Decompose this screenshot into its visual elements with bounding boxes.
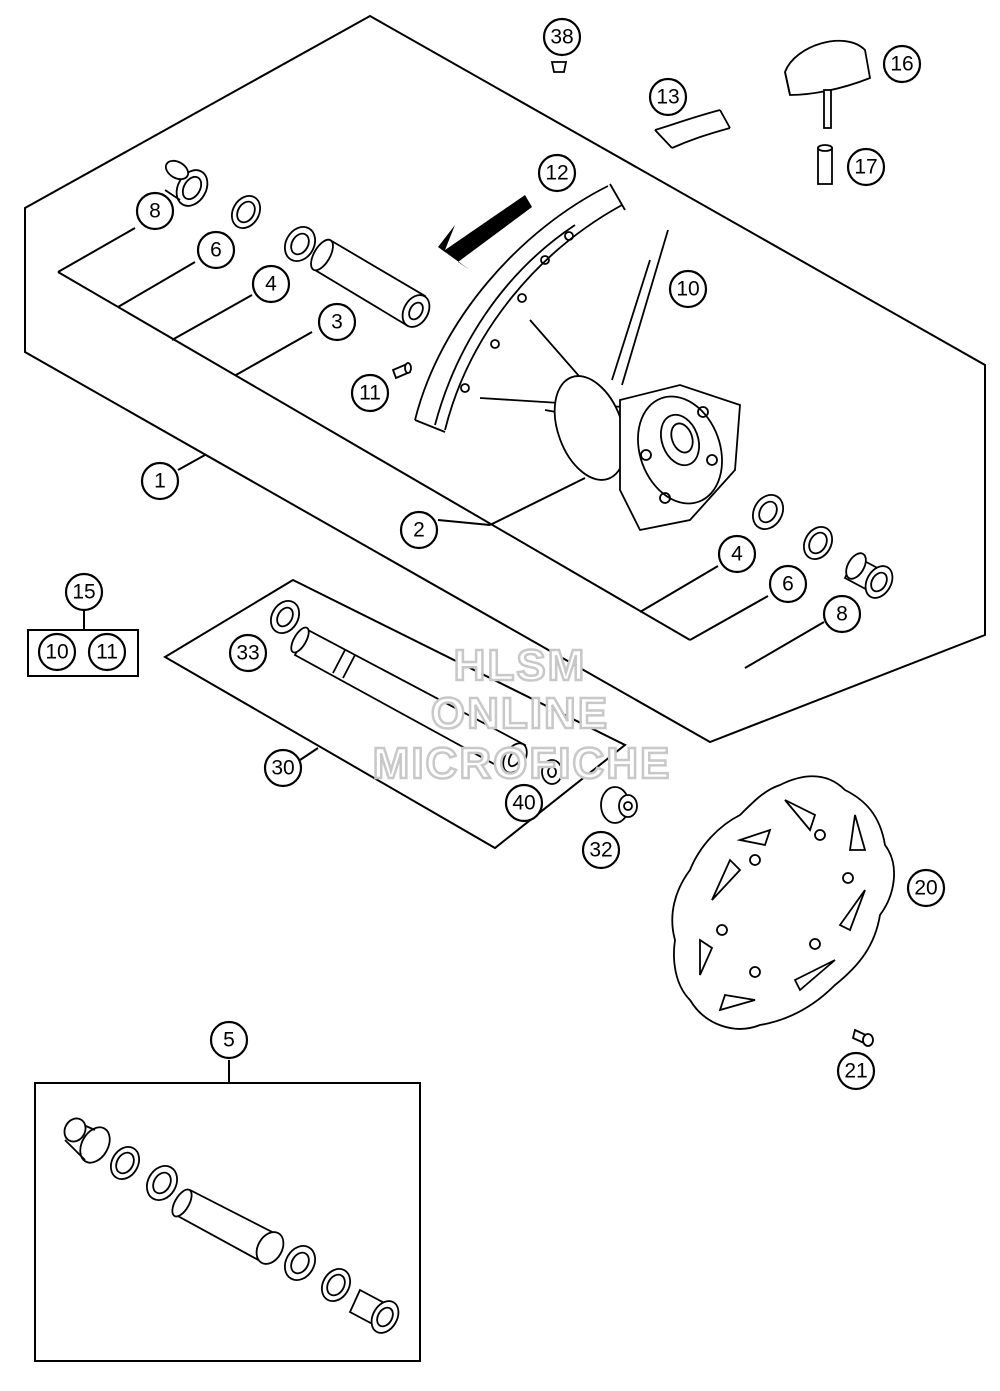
callout-8-lower[interactable]: 8 [822,594,862,634]
svg-text:8: 8 [836,603,848,626]
bearing-part [284,226,316,262]
watermark-line1: HLSM [454,641,587,690]
leader-line [171,294,253,341]
callout-4-upper[interactable]: 4 [251,264,291,304]
leader-line [437,519,491,526]
leader-line [57,227,136,273]
callout-12[interactable]: 12 [537,153,577,193]
callout-6-upper[interactable]: 6 [196,230,236,270]
bearing-kit-frame [34,1082,421,1362]
spoke-nipple-part [391,362,412,380]
svg-text:2: 2 [413,519,425,542]
callout-10-kit[interactable]: 10 [37,632,77,672]
callout-1[interactable]: 1 [140,461,180,501]
axle-assembly-frame [163,578,627,850]
rim-lock-nut-part [817,144,833,185]
svg-text:6: 6 [782,573,794,596]
guide-line [57,271,691,641]
disc-screw-part [851,1028,874,1047]
svg-text:13: 13 [656,86,679,109]
watermark-line3: MICROFICHE [373,739,672,788]
callout-3[interactable]: 3 [317,302,357,342]
svg-text:21: 21 [844,1060,867,1083]
svg-text:8: 8 [149,200,161,223]
callout-2[interactable]: 2 [399,510,439,550]
callout-6-lower[interactable]: 6 [768,564,808,604]
seal-part [269,600,301,634]
hub-part [553,375,741,532]
callout-15[interactable]: 15 [64,572,104,612]
leader-line [489,477,586,526]
callout-8-upper[interactable]: 8 [135,191,175,231]
callout-21[interactable]: 21 [836,1051,876,1091]
rim-lock-part [784,40,872,129]
bearing-part [752,494,784,530]
callout-17[interactable]: 17 [846,147,886,187]
leader-line [689,595,769,641]
svg-text:30: 30 [271,757,294,780]
svg-text:16: 16 [890,53,913,76]
svg-text:10: 10 [676,278,699,301]
svg-text:38: 38 [550,26,573,49]
callout-11-upper[interactable]: 11 [350,373,390,413]
callout-13[interactable]: 13 [648,77,688,117]
spacer-tube-part [310,238,431,328]
svg-text:10: 10 [45,641,68,664]
svg-text:15: 15 [72,581,95,604]
callout-30[interactable]: 30 [263,748,303,788]
spacer-part [843,552,894,599]
svg-text:4: 4 [265,273,277,296]
leader-line [639,565,719,613]
leader-line [177,454,206,471]
callout-20[interactable]: 20 [906,868,946,908]
leader-line [117,261,196,308]
callout-4-lower[interactable]: 4 [717,534,757,574]
svg-text:1: 1 [154,470,166,493]
valve-cap-part [550,61,568,73]
callout-5[interactable]: 5 [209,1020,249,1060]
svg-text:32: 32 [589,839,612,862]
svg-text:11: 11 [96,641,118,664]
callout-38[interactable]: 38 [542,17,582,57]
svg-text:12: 12 [545,162,568,185]
callout-40[interactable]: 40 [504,783,544,823]
axle-screw-part [600,786,638,824]
rim-part [414,183,626,433]
svg-text:33: 33 [236,642,259,665]
callout-32[interactable]: 32 [581,830,621,870]
leader-line [299,747,319,761]
svg-text:4: 4 [731,543,743,566]
svg-text:3: 3 [331,311,343,334]
svg-text:11: 11 [359,382,381,405]
callout-16[interactable]: 16 [882,44,922,84]
leader-line [744,621,825,669]
svg-text:17: 17 [854,156,877,179]
wheel-assembly-frame [24,14,986,744]
ring-part [230,195,262,229]
svg-text:5: 5 [223,1029,235,1052]
brake-disc-part [671,775,895,1030]
leader-line [235,331,313,376]
ring-part [802,526,834,560]
svg-text:6: 6 [210,239,222,262]
rotation-arrow-icon [438,195,532,270]
watermark-line2: ONLINE [431,689,609,738]
callout-10-upper[interactable]: 10 [668,269,708,309]
svg-text:20: 20 [914,877,937,900]
axle-part [290,626,528,774]
callout-11-kit[interactable]: 11 [87,632,127,672]
callout-33[interactable]: 33 [228,633,268,673]
axle-nut-part [541,759,563,785]
rim-tape-part [654,109,731,149]
spacer-part [164,159,209,207]
svg-text:40: 40 [512,792,535,815]
watermark: HLSM ONLINE MICROFICHE [371,640,672,790]
kit-parts-group [63,1117,400,1334]
